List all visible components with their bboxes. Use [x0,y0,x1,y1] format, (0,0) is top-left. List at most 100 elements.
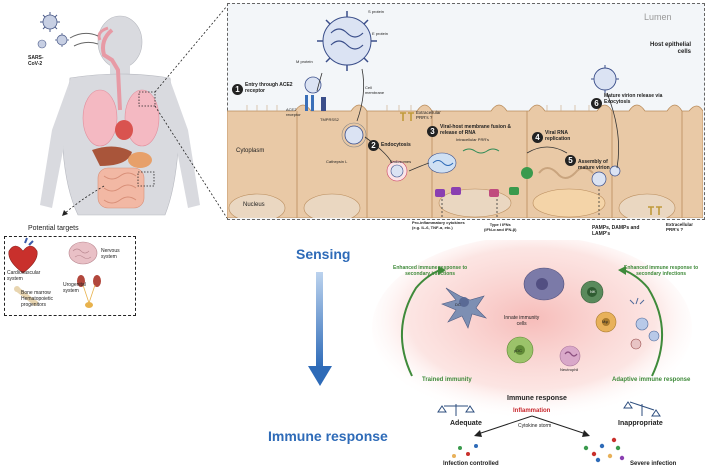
nucleus-shape-5 [618,193,676,218]
inappropriate-branch-arrow [531,415,587,435]
extracellular-prr-icon [400,112,414,121]
sensing-to-response-arrow [308,272,332,386]
bone-marrow-icon [14,286,38,306]
step-4-label: Viral RNA replication [545,130,571,142]
inappropriate-label: Inappropriate [618,420,663,427]
enhanced-response-right-label: Enhanced immune response to secondary in… [624,265,699,277]
endoplasmic-reticulum-icon [538,167,594,179]
tmprss2-icon [321,97,326,111]
immune-response-label: Immune response [507,395,567,402]
stomach-shape [128,152,152,168]
extracellular-prrs-label: Extracellular PRR's ? [416,110,441,121]
innate-cell-icon [595,311,617,333]
airway-shape [101,28,122,111]
sars-cov-2-virion-entry-icon [304,76,322,94]
right-arm-shape [170,80,200,208]
brain-organ-icon [68,241,98,265]
cytokines-label: Pro-inflammatory cytokines (e.g. IL-6, T… [412,220,465,230]
step-1-badge: 1 [232,84,243,95]
nucleus-shape-2 [303,193,361,218]
s-protein-label: S protein [368,9,385,14]
balanced-scale-icon [437,404,475,416]
cytoplasm-label: Cytoplasm [236,148,265,154]
step-4-badge: 4 [532,132,543,143]
process-arrows [316,68,619,172]
macrophage-icon [523,267,565,301]
right-lung-shape [124,89,160,147]
targets-pointer-arrowhead [62,210,68,216]
virus-label: SARS- CoV-2 [28,55,44,67]
trained-immunity-label: Trained immunity [422,377,472,383]
ace2-receptor-label: ACE2 receptor [286,107,301,117]
cell-nuclei [228,188,676,218]
cytokine-dots-left [452,444,478,458]
pamps-label: PAMPs, DAMPs and LAMP's [592,225,640,237]
entry-arrow [316,72,323,92]
arrow-head [308,366,332,386]
nucleus-label: Nucleus [243,202,265,208]
adequate-label: Adequate [450,420,482,427]
intestine-loops [103,172,137,204]
infection-controlled-label: Infection controlled [443,461,499,467]
step-1-label: Entry through ACE2 receptor [245,82,293,94]
neutrophil-label: Neutrophil [560,367,579,372]
severe-infection-label: Severe infection [630,461,677,467]
target-nervous-label: Nervous system [101,248,120,260]
lumen-label: Lumen [644,12,672,22]
extracellular-prrs-2-label: Extracellular PRR's ? [666,222,694,233]
nk-label: NK [590,289,596,294]
endosome-icon [386,160,408,182]
endosomes-label: Endosomes [390,159,412,164]
innate-cells-label: Innate immunity cells [504,315,540,327]
mature-virion-assembly-icon [591,165,621,187]
immune-response-flow-label: Immune response [268,428,388,444]
unbalanced-scale-icon [623,401,661,417]
enhanced-response-left-label: Enhanced immune response to secondary in… [393,265,468,277]
immune-response-diagram [372,240,692,463]
zoom-guide-lines [154,5,228,219]
endosome-arrow [364,136,393,164]
fusion-arrow [408,162,430,172]
cell-membrane-label: Cell membrane [365,85,385,95]
step-3-badge: 3 [427,126,438,137]
inflammation-label: Inflammation [513,408,551,414]
sars-cov-2-virion-icon-2 [55,33,69,47]
adaptive-cells-icon [629,297,660,350]
macrophage-label: Mφ [602,319,608,324]
endocytosis-arrow [356,68,365,122]
sensing-label: Sensing [296,246,351,262]
heart-organ-icon [8,237,38,274]
target-urogenital-label: Urogenital system [63,282,86,294]
endocytic-vesicle-icon [341,122,367,148]
cathepsin-label: Cathepsin L [326,159,348,164]
pdc-icon [506,336,534,364]
signal-output-arrows [441,189,600,217]
zoom-line-bottom [154,105,228,219]
sars-cov-2-virion-icon-3 [37,39,47,49]
inhalation-arrow-2 [73,41,99,47]
dendritic-cell-icon [441,287,488,329]
epithelial-cells-diagram [227,11,703,218]
release-arrow [606,92,619,169]
kidney-organ-icon [77,275,101,308]
left-lung-shape [82,89,118,147]
target-organs-icons [8,237,101,308]
nucleus-shape-4 [532,188,606,218]
human-body-illustration [37,12,200,216]
cytokine-storm-label: Cytokine storm [518,423,552,429]
heart-shape [115,120,133,140]
tmprss2-label: TMPRSS2 [320,117,339,122]
extracellular-prr-icon-2 [648,206,662,215]
target-bone-marrow-label: Bone marrow Hematopoietic progenitors [21,290,53,308]
m-protein-label: M protein [296,59,313,64]
adequate-arrowhead [474,430,482,437]
potential-targets-title: Potential targets [28,225,79,232]
step-2-label: Endocytosis [381,142,411,148]
inhalation-arrow-1 [69,32,99,39]
ace2-receptor-icon [305,95,314,111]
nk-cell-icon [580,280,604,304]
e-protein-label: E protein [372,31,389,36]
prr-sensor-icons [435,167,533,197]
viral-rna-icon [462,148,500,154]
nucleus-shape-3 [438,188,512,218]
